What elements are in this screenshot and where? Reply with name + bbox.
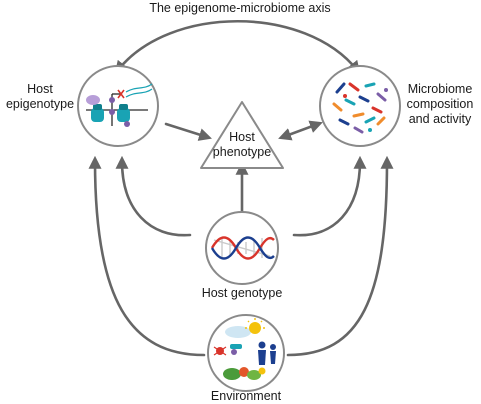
environment-circle: [207, 314, 285, 392]
host-epigenotype-label-line2: epigenotype: [5, 97, 75, 111]
arrow-environment-to-microbiome: [286, 155, 394, 357]
arrows: [88, 19, 394, 357]
microbiome-label-line3: and activity: [408, 112, 472, 126]
arrow-genotype-to-epigenotype: [115, 155, 192, 237]
environment-icon: [213, 318, 276, 380]
microbes-icon: [332, 82, 388, 134]
host-phenotype-label-line2: phenotype: [212, 145, 272, 159]
arrow-phenotype-microbiome: [278, 120, 323, 141]
host-genotype-label: Host genotype: [201, 286, 283, 300]
host-epigenotype-circle: [77, 65, 159, 147]
dna-helix-icon: [210, 236, 275, 260]
diagram-title: The epigenome-microbiome axis: [149, 1, 331, 15]
arrow-epigenotype-to-phenotype: [164, 122, 212, 141]
host-genotype-circle: [205, 211, 279, 285]
microbiome-circle: [319, 65, 401, 147]
host-epigenotype-label: Host epigenotype: [2, 82, 78, 112]
arrow-genotype-to-microbiome: [292, 155, 367, 237]
microbiome-label: Microbiome composition and activity: [400, 82, 480, 127]
axis-arrow-top: [114, 19, 361, 75]
host-phenotype-triangle: [200, 101, 284, 169]
microbiome-label-line2: composition: [406, 97, 474, 111]
arrow-environment-to-epigenotype: [88, 155, 206, 357]
microbiome-label-line1: Microbiome: [407, 82, 473, 96]
environment-label: Environment: [210, 389, 282, 403]
host-phenotype-label-line1: Host: [229, 130, 255, 144]
host-phenotype-label: Host phenotype: [202, 130, 282, 160]
chromatin-icon: [86, 83, 153, 127]
host-epigenotype-label-line1: Host: [27, 82, 53, 96]
